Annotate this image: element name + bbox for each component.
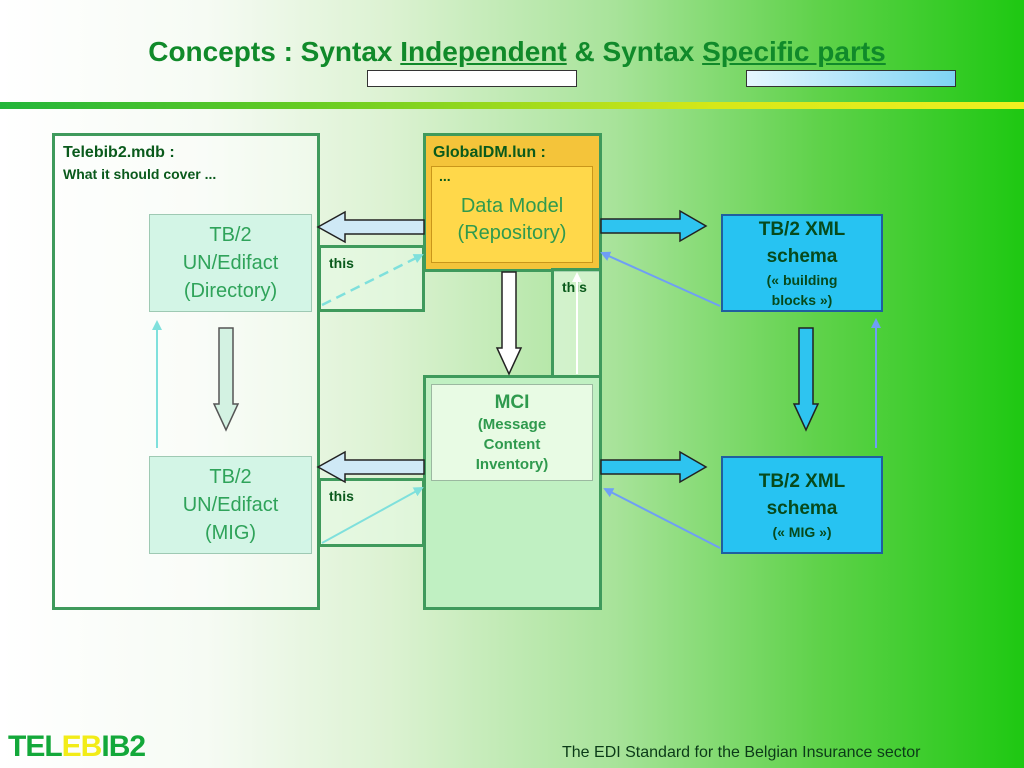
telebib-mdb-title: Telebib2.mdb : [63, 144, 175, 161]
arrow-directory-to-mig [212, 327, 240, 432]
data-model-ellipsis: ... [439, 168, 451, 184]
tb-mig-line2: UN/Edifact [182, 494, 279, 516]
xml-building-line4: blocks ») [771, 292, 833, 308]
arrow-datamodel-to-mci [495, 271, 523, 376]
this-label-bottom-left: this [329, 488, 354, 504]
xml-building-line2: schema [766, 246, 838, 267]
xml-mig-line1: TB/2 XML [758, 471, 846, 492]
mci-line3: Content [483, 435, 541, 453]
tb-directory-line2: UN/Edifact [182, 252, 279, 274]
highlight-box-independent [367, 70, 577, 87]
arrow-datamodel-to-directory [316, 210, 425, 244]
xml-mig-box: TB/2 XML schema (« MIG ») [721, 456, 883, 554]
data-model-line1: Data Model [460, 194, 564, 217]
xml-mig-line3: (« MIG ») [772, 524, 832, 540]
tb-directory-line3: (Directory) [183, 280, 278, 302]
title-part-2: Independent [400, 36, 567, 67]
line-xml-building-to-datamodel [600, 251, 721, 307]
title-part-1: Concepts : Syntax [148, 36, 401, 67]
tb-mig-box: TB/2 UN/Edifact (MIG) [149, 456, 312, 554]
title-part-4: Specific parts [702, 36, 886, 67]
mci-line2: (Message [477, 415, 547, 433]
tb-mig-line3: (MIG) [204, 522, 257, 544]
tb-directory-box: TB/2 UN/Edifact (Directory) [149, 214, 312, 312]
this-label-top-left: this [329, 255, 354, 271]
line-mig-to-mci [321, 487, 424, 544]
slide-title: Concepts : Syntax Independent & Syntax S… [0, 36, 1024, 68]
mci-box: MCI (Message Content Inventory) [431, 384, 593, 481]
line-dashed-this-to-datamodel [321, 253, 424, 307]
arrow-xml-building-to-xml-mig [792, 327, 820, 432]
line-xml-mig-to-mci [603, 488, 721, 549]
link-frame-top [318, 245, 425, 312]
arrow-datamodel-to-xml [600, 209, 708, 243]
this-label-right: this [562, 279, 587, 295]
xml-mig-line2: schema [766, 498, 838, 519]
arrow-mci-to-mig [316, 450, 425, 484]
highlight-box-specific [746, 70, 956, 87]
title-part-3: & Syntax [566, 36, 703, 67]
title-underline-bar [0, 102, 1024, 109]
footer-tagline: The EDI Standard for the Belgian Insuran… [562, 744, 921, 761]
xml-building-line1: TB/2 XML [758, 219, 846, 240]
data-model-box: ... Data Model (Repository) [431, 166, 593, 263]
data-model-line2: (Repository) [457, 221, 567, 244]
mci-line1: MCI [494, 391, 530, 413]
telebib2-logo: TELEBIB2 [8, 730, 146, 763]
telebib-mdb-subtitle: What it should cover ... [63, 166, 217, 182]
xml-building-line3: (« building [766, 272, 838, 288]
tb-directory-line1: TB/2 [209, 224, 252, 246]
globaldm-title: GlobalDM.lun : [433, 144, 546, 161]
mci-line4: Inventory) [475, 455, 549, 473]
arrow-mci-to-xml-mig [600, 450, 708, 484]
xml-building-blocks-box: TB/2 XML schema (« building blocks ») [721, 214, 883, 312]
tb-mig-line1: TB/2 [209, 466, 252, 488]
